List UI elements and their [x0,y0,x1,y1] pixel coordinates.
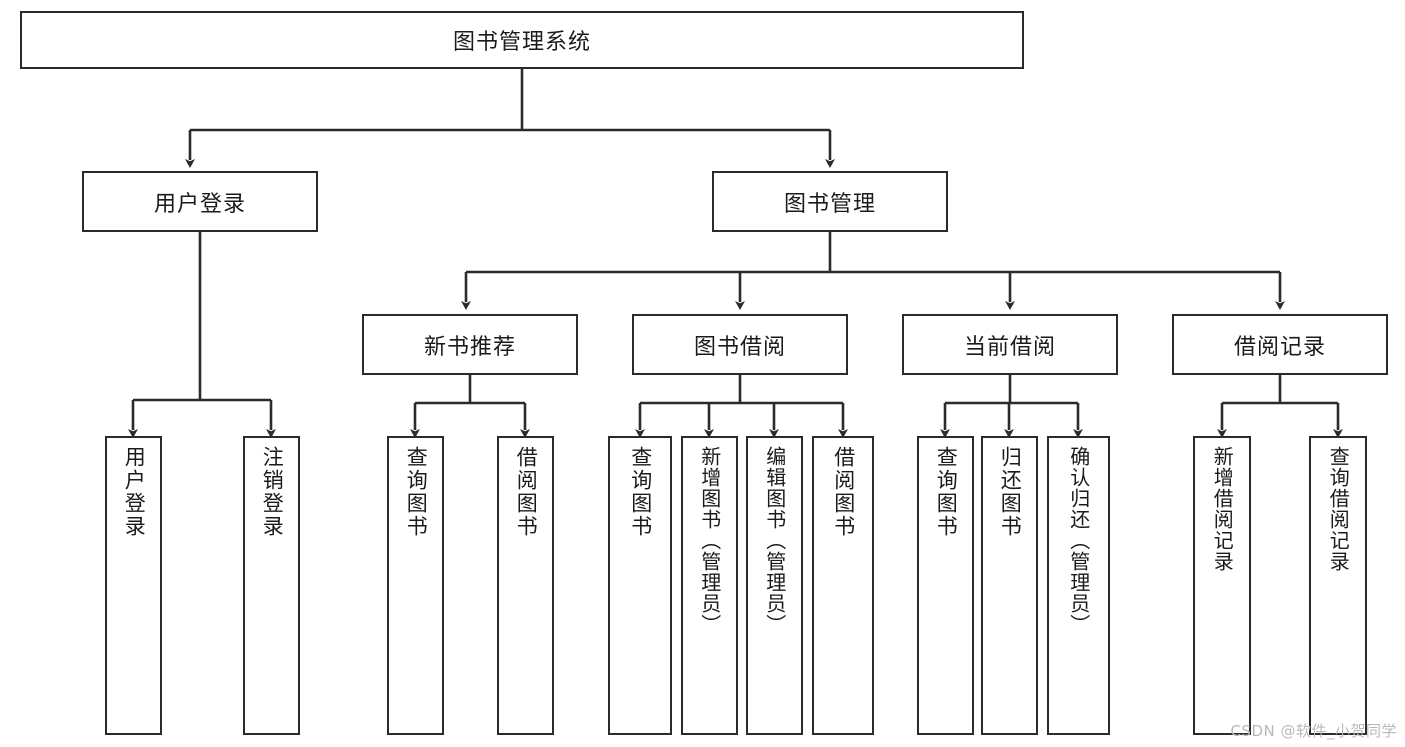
node-root-label: 图书管理系统 [452,30,591,55]
leaf-label: 新增借阅记录 [1210,446,1235,572]
node-new-book-recommend[interactable]: 新书推荐 [362,314,578,375]
leaf-label: 归还图书 [998,446,1023,538]
leaf-borrow-edit-book-admin[interactable]: 编辑图书（管理员） [746,436,803,735]
node-book-borrow[interactable]: 图书借阅 [632,314,848,375]
leaf-current-return-book[interactable]: 归还图书 [981,436,1038,735]
leaf-label: 编辑图书（管理员） [762,446,787,635]
leaf-label: 查询图书 [934,446,959,538]
leaf-user-login-signout[interactable]: 注销登录 [243,436,300,735]
leaf-current-search-book[interactable]: 查询图书 [917,436,974,735]
leaf-recommend-borrow-book[interactable]: 借阅图书 [497,436,554,735]
leaf-label: 查询图书 [628,446,653,538]
leaf-label: 确认归还（管理员） [1066,446,1091,635]
watermark: CSDN @软件_小贺同学 [1230,722,1397,740]
leaf-label: 查询借阅记录 [1326,446,1351,572]
node-current-borrow-label: 当前借阅 [963,334,1056,360]
node-user-login[interactable]: 用户登录 [82,171,318,232]
node-new-book-recommend-label: 新书推荐 [423,334,516,360]
node-book-management[interactable]: 图书管理 [712,171,948,232]
node-borrow-record-label: 借阅记录 [1233,334,1326,360]
leaf-record-search-record[interactable]: 查询借阅记录 [1309,436,1367,735]
node-borrow-record[interactable]: 借阅记录 [1172,314,1388,375]
leaf-label: 新增图书（管理员） [697,446,722,635]
leaf-label: 用户登录 [122,446,147,538]
node-root[interactable]: 图书管理系统 [20,11,1024,69]
leaf-label: 借阅图书 [514,446,539,538]
leaf-recommend-search-book[interactable]: 查询图书 [387,436,444,735]
leaf-borrow-borrow-book[interactable]: 借阅图书 [812,436,874,735]
leaf-borrow-search-book[interactable]: 查询图书 [608,436,672,735]
leaf-label: 注销登录 [260,446,285,538]
node-book-borrow-label: 图书借阅 [693,334,786,360]
node-user-login-label: 用户登录 [153,191,246,217]
leaf-label: 借阅图书 [831,446,856,538]
node-current-borrow[interactable]: 当前借阅 [902,314,1118,375]
leaf-current-confirm-return-admin[interactable]: 确认归还（管理员） [1047,436,1110,735]
leaf-user-login-signin[interactable]: 用户登录 [105,436,162,735]
leaf-label: 查询图书 [404,446,429,538]
node-book-management-label: 图书管理 [783,191,876,217]
leaf-record-add-record[interactable]: 新增借阅记录 [1193,436,1251,735]
leaf-borrow-add-book-admin[interactable]: 新增图书（管理员） [681,436,738,735]
